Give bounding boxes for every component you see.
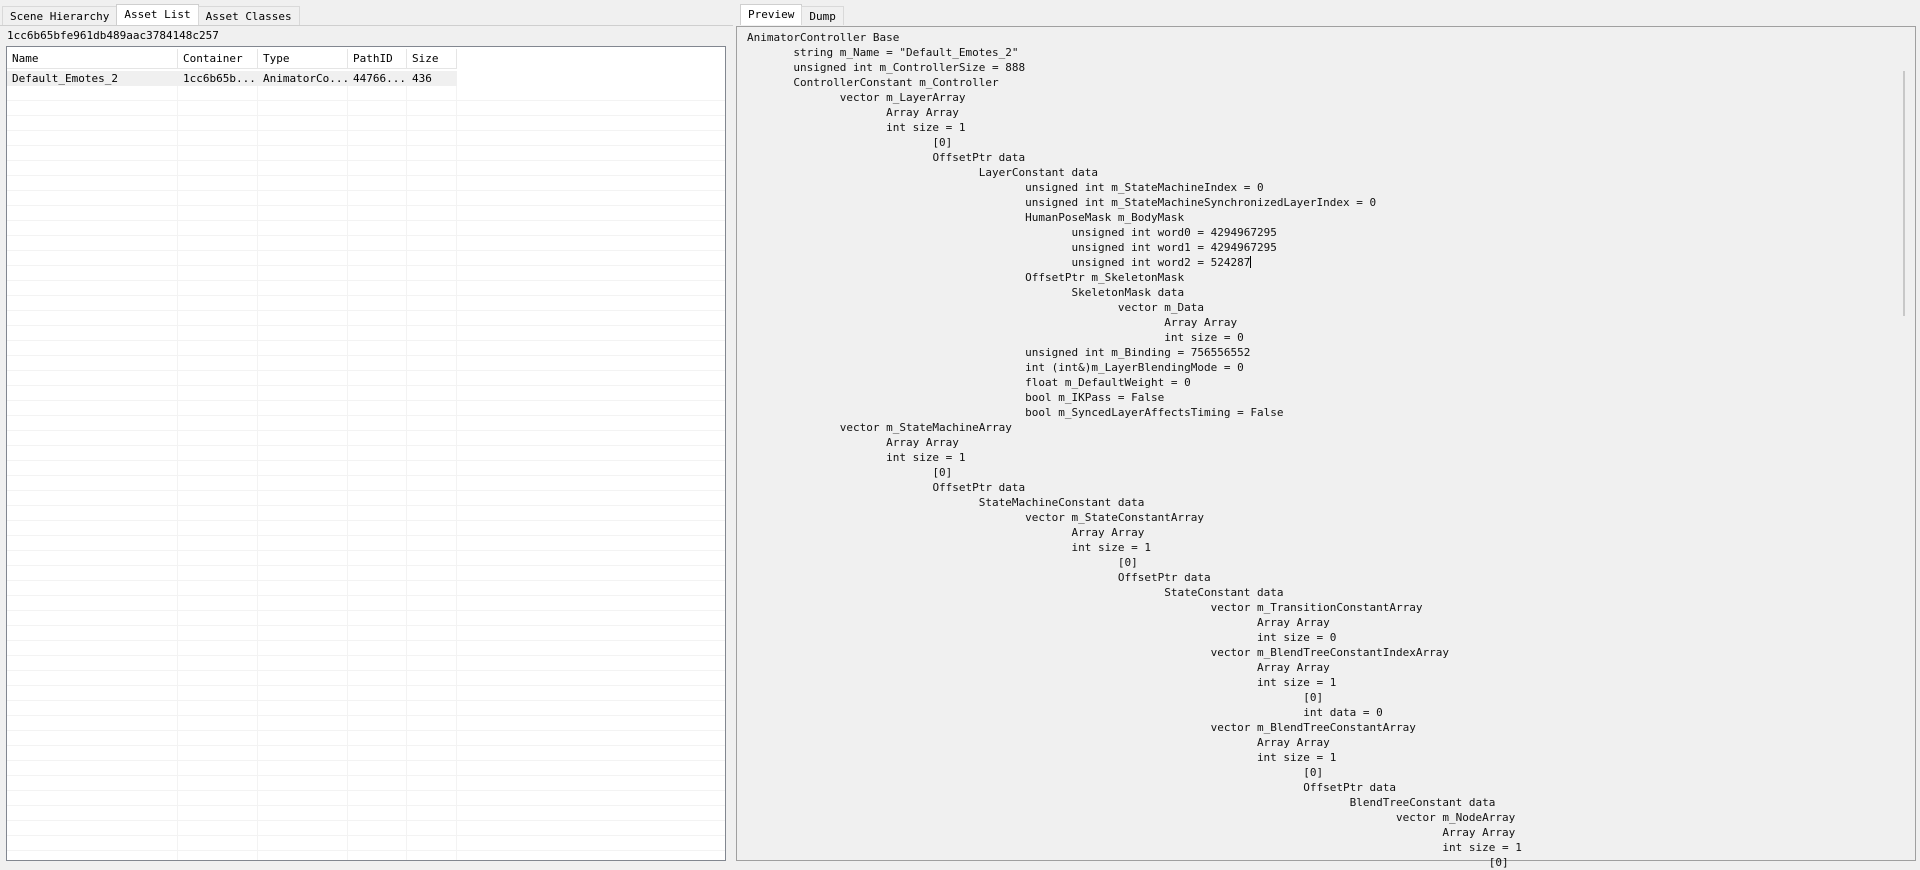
cell-name: Default_Emotes_2 xyxy=(12,72,118,85)
tab-scene-hierarchy[interactable]: Scene Hierarchy xyxy=(2,6,118,25)
preview-text-area[interactable]: AnimatorController Base string m_Name = … xyxy=(736,26,1916,869)
empty-grid-rows xyxy=(7,86,725,860)
vertical-scrollbar[interactable] xyxy=(1903,71,1905,316)
table-header: Name Container Type PathID Size xyxy=(7,49,457,69)
asset-path-field[interactable]: 1cc6b65bfe961db489aac3784148c257 xyxy=(7,29,219,42)
tab-dump[interactable]: Dump xyxy=(801,6,844,25)
tab-asset-classes[interactable]: Asset Classes xyxy=(197,6,300,25)
right-tab-bar: Preview Dump xyxy=(740,4,844,26)
column-header-size[interactable]: Size xyxy=(407,49,457,68)
left-tab-bar: Scene Hierarchy Asset List Asset Classes xyxy=(2,4,300,26)
tab-preview[interactable]: Preview xyxy=(740,4,803,25)
left-panel: Scene Hierarchy Asset List Asset Classes… xyxy=(0,0,733,861)
tab-asset-list[interactable]: Asset List xyxy=(116,4,199,25)
tab-separator xyxy=(0,25,733,26)
cell-pathid: 44766... xyxy=(353,72,406,85)
right-panel: Preview Dump AnimatorController Base str… xyxy=(736,0,1920,869)
column-header-pathid[interactable]: PathID xyxy=(348,49,407,68)
dump-text-before-caret: AnimatorController Base string m_Name = … xyxy=(747,31,1377,269)
cell-container: 1cc6b65b... xyxy=(183,72,256,85)
table-row[interactable]: Default_Emotes_2 1cc6b65b... AnimatorCo.… xyxy=(7,71,457,86)
dump-text-after-caret: OffsetPtr m_SkeletonMask SkeletonMask da… xyxy=(839,271,1522,869)
column-header-type[interactable]: Type xyxy=(258,49,348,68)
cell-size: 436 xyxy=(412,72,432,85)
column-header-name[interactable]: Name xyxy=(7,49,178,68)
column-header-container[interactable]: Container xyxy=(178,49,258,68)
cell-type: AnimatorCo... xyxy=(263,72,350,85)
asset-list-table[interactable]: Name Container Type PathID Size Default_… xyxy=(6,46,726,861)
type-tree-dump[interactable]: AnimatorController Base string m_Name = … xyxy=(747,30,1522,870)
text-caret xyxy=(1250,256,1252,268)
